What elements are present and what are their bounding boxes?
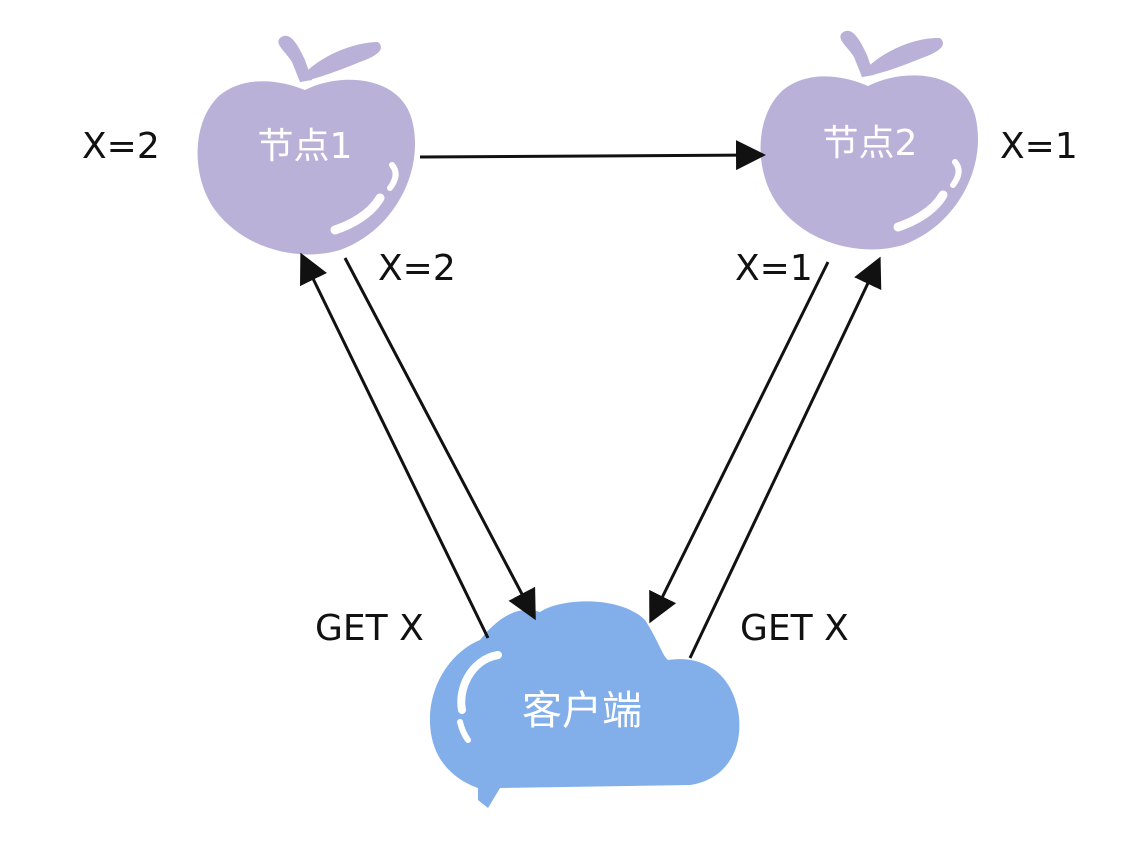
arrow-client-to-node2 — [688, 256, 882, 659]
apple-leaf — [300, 42, 381, 82]
node-1: 节点1 — [197, 35, 416, 255]
client-label: 客户端 — [522, 688, 642, 734]
node-2-value-label: X=1 — [1000, 126, 1078, 167]
cloud-highlight — [457, 719, 471, 743]
arrow-node1-to-client — [343, 257, 536, 621]
arrow-node1-to-node2 — [419, 140, 766, 171]
apple-highlight — [387, 162, 399, 191]
apple-highlight — [330, 193, 385, 235]
apple-highlight — [893, 190, 948, 232]
arrow-node2-to-client — [649, 261, 830, 624]
apple-body — [197, 79, 416, 255]
node-1-label: 节点1 — [258, 126, 353, 167]
apple-leaf — [862, 37, 943, 77]
edge-label-node2-response: X=1 — [735, 248, 813, 289]
apple-stem — [278, 35, 312, 82]
client-cloud: 客户端 — [430, 601, 740, 808]
apple-body — [760, 75, 979, 250]
apple-stem — [840, 30, 874, 78]
edge-label-node1-response: X=2 — [378, 248, 456, 289]
arrow-client-to-node1 — [300, 252, 490, 639]
node-1-value-label: X=2 — [82, 126, 160, 167]
cloud-highlight — [457, 651, 502, 714]
node-2: 节点2 — [760, 30, 979, 250]
edge-label-get-node2: GET X — [740, 608, 849, 649]
apple-highlight — [950, 159, 962, 188]
node-2-label: 节点2 — [823, 123, 918, 164]
cloud-shape — [430, 601, 740, 808]
edge-label-get-node1: GET X — [315, 608, 424, 649]
